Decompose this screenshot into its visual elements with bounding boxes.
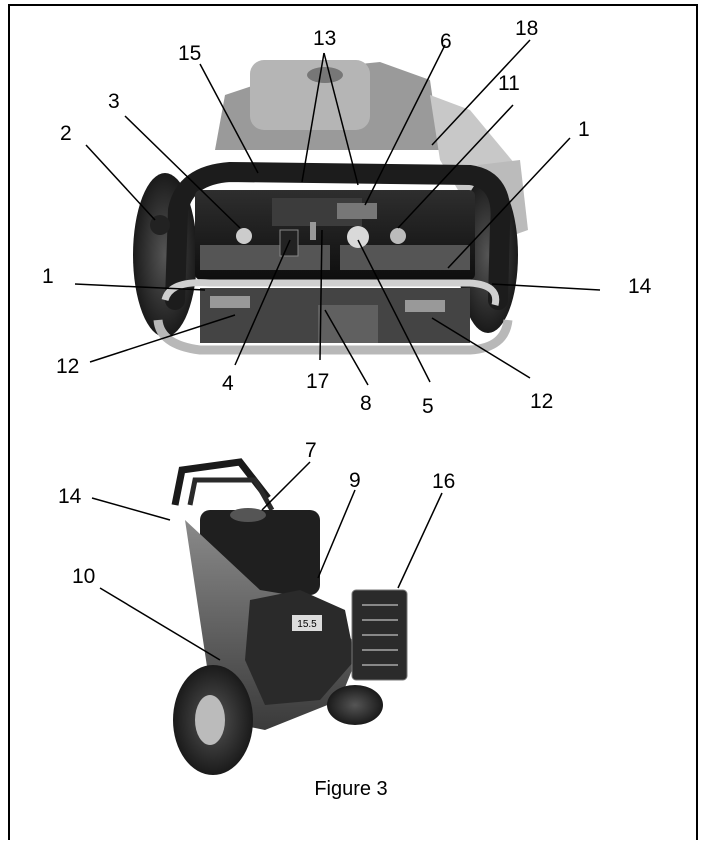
callout-16: 16 [432,470,455,493]
discharge-grille [362,604,398,666]
lower-control-bar [161,279,500,306]
callout-15: 15 [178,42,201,65]
figure-caption: Figure 3 [314,778,388,800]
callout-7: 7 [305,439,317,462]
engine-badge-plate [292,615,322,631]
callout-4: 4 [222,372,234,395]
mower-side-view: 15.5 [91,458,443,775]
callout-1-left: 1 [42,265,54,288]
panel-left-decal [200,245,330,270]
callout-1-right: 1 [578,118,590,141]
fuel-tank-rear [250,60,370,130]
callout-14-bottom: 14 [58,485,82,508]
right-steering-lever [405,300,445,312]
callout-labels: 13 18 15 6 3 11 2 1 1 14 12 4 17 5 8 12 … [42,17,652,588]
callout-13: 13 [313,27,336,50]
callout-18: 18 [515,17,538,40]
callout-9: 9 [349,469,361,492]
left-steering-lever [210,296,250,308]
callout-14-top: 14 [628,275,652,298]
callout-3: 3 [108,90,120,113]
callout-17: 17 [306,370,329,393]
callout-10: 10 [72,565,95,588]
callout-6: 6 [440,30,452,53]
fuel-cap-rear [307,67,343,83]
frame-right-border [696,4,698,840]
frame-left-border [8,4,10,840]
frame-top-border [8,4,698,6]
callout-2: 2 [60,122,72,145]
handle-bar [165,161,511,310]
fuel-cap-side [230,508,266,522]
blade-switch [310,222,316,240]
throttle-knob [236,228,252,244]
engine-block [245,590,355,705]
engine-badge-text: 15.5 [297,619,317,630]
ignition-switch [347,226,369,248]
front-wheel-hub [195,695,225,745]
mower-handle-rear [187,477,275,512]
callout-12-left: 12 [56,355,79,378]
panel-right-decal [340,245,470,270]
rear-wheel [327,685,383,725]
hour-meter [390,228,406,244]
callout-11: 11 [498,72,520,95]
callout-5: 5 [422,395,434,418]
panel-center-display [337,203,377,219]
deck-block [318,305,378,343]
bumper-bar [153,319,513,355]
callout-12-right: 12 [530,390,553,413]
callout-8: 8 [360,392,372,415]
rear-control-view [74,39,601,386]
